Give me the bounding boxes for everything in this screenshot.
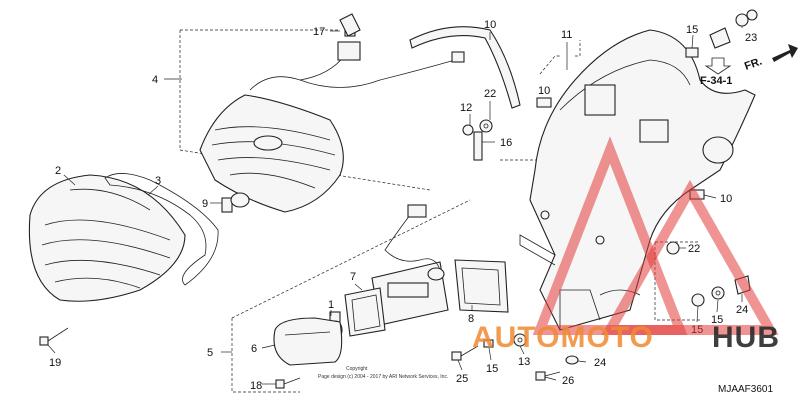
license-lens-frame <box>344 287 386 337</box>
license-lens-part-6 <box>273 317 343 366</box>
callout-21: 19 <box>49 357 61 369</box>
callout-15-bottom: 15 <box>486 363 498 375</box>
watermark-triangle-right-icon <box>601 179 779 335</box>
callout-7: 7 <box>350 271 356 283</box>
leader-lines <box>47 26 743 385</box>
front-label: FR. <box>743 55 764 72</box>
callout-12: 11 <box>561 29 572 41</box>
copyright-line-2: Page design (c) 2004 - 2017 by ARI Netwo… <box>318 374 448 380</box>
callout-4: 4 <box>152 74 158 86</box>
screw-part-20 <box>275 377 301 389</box>
hardware-13-22-18 <box>462 119 493 161</box>
bulb-part-9 <box>221 192 250 213</box>
callout-2: 2 <box>55 165 61 177</box>
hardware-bottom <box>451 333 579 381</box>
tail-lens-part-2 <box>28 174 186 302</box>
front-direction-indicator: FR. <box>743 44 798 73</box>
callout-20: 18 <box>250 380 262 392</box>
copyright: Copyright Page design (c) 2004 - 2017 by… <box>318 366 448 380</box>
callout-6: 6 <box>251 343 257 355</box>
callout-24: 24 <box>594 357 606 369</box>
reference-arrow: F-34-1 <box>700 57 732 87</box>
watermark-text-hub: HUB <box>712 321 780 354</box>
callout-13: 12 <box>460 102 472 114</box>
license-light-base-part-7 <box>371 204 449 326</box>
callout-22-right: 22 <box>688 243 700 255</box>
connector-part-19 <box>339 13 361 37</box>
watermark: AUTOMOTO HUB <box>472 136 780 354</box>
callout-5: 5 <box>207 347 213 359</box>
hardware-15-23-top <box>685 9 758 58</box>
callout-9: 9 <box>202 198 208 210</box>
copyright-line-1: Copyright <box>346 366 368 372</box>
reflector-part-8 <box>454 259 509 313</box>
screw-part-21 <box>39 327 69 346</box>
callout-26: 26 <box>562 375 574 387</box>
callout-15-top: 15 <box>686 24 698 36</box>
callout-14: 13 <box>518 356 530 368</box>
callout-1: 1 <box>328 299 334 311</box>
rear-fender-part-12 <box>519 29 756 331</box>
front-arrow-icon <box>772 44 798 62</box>
callout-10-top: 10 <box>538 85 550 97</box>
callout-10-bottom: 10 <box>720 193 732 205</box>
strap-part-11 <box>409 26 521 109</box>
group-box-12 <box>500 40 581 161</box>
callout-3: 3 <box>155 175 161 187</box>
group-box-4 <box>179 29 431 191</box>
callout-23-top: 23 <box>745 32 757 44</box>
callout-11: 10 <box>484 19 496 31</box>
diagram-code: MJAAF3601 <box>718 384 773 395</box>
callout-8: 8 <box>468 313 474 325</box>
taillight-housing-part-4 <box>199 21 465 213</box>
pad-part-10-upper <box>536 97 552 108</box>
gasket-part-3 <box>104 173 219 286</box>
callout-22-top: 22 <box>484 88 496 100</box>
callout-19: 17 <box>313 26 325 38</box>
callout-23-right: 24 <box>736 304 748 316</box>
callout-25: 25 <box>456 373 468 385</box>
reference-label: F-34-1 <box>700 75 732 87</box>
watermark-text-automoto: AUTOMOTO <box>472 321 654 354</box>
callout-18: 16 <box>500 137 512 149</box>
group-box-5 <box>231 199 471 393</box>
callout-16: 15 <box>711 314 723 326</box>
